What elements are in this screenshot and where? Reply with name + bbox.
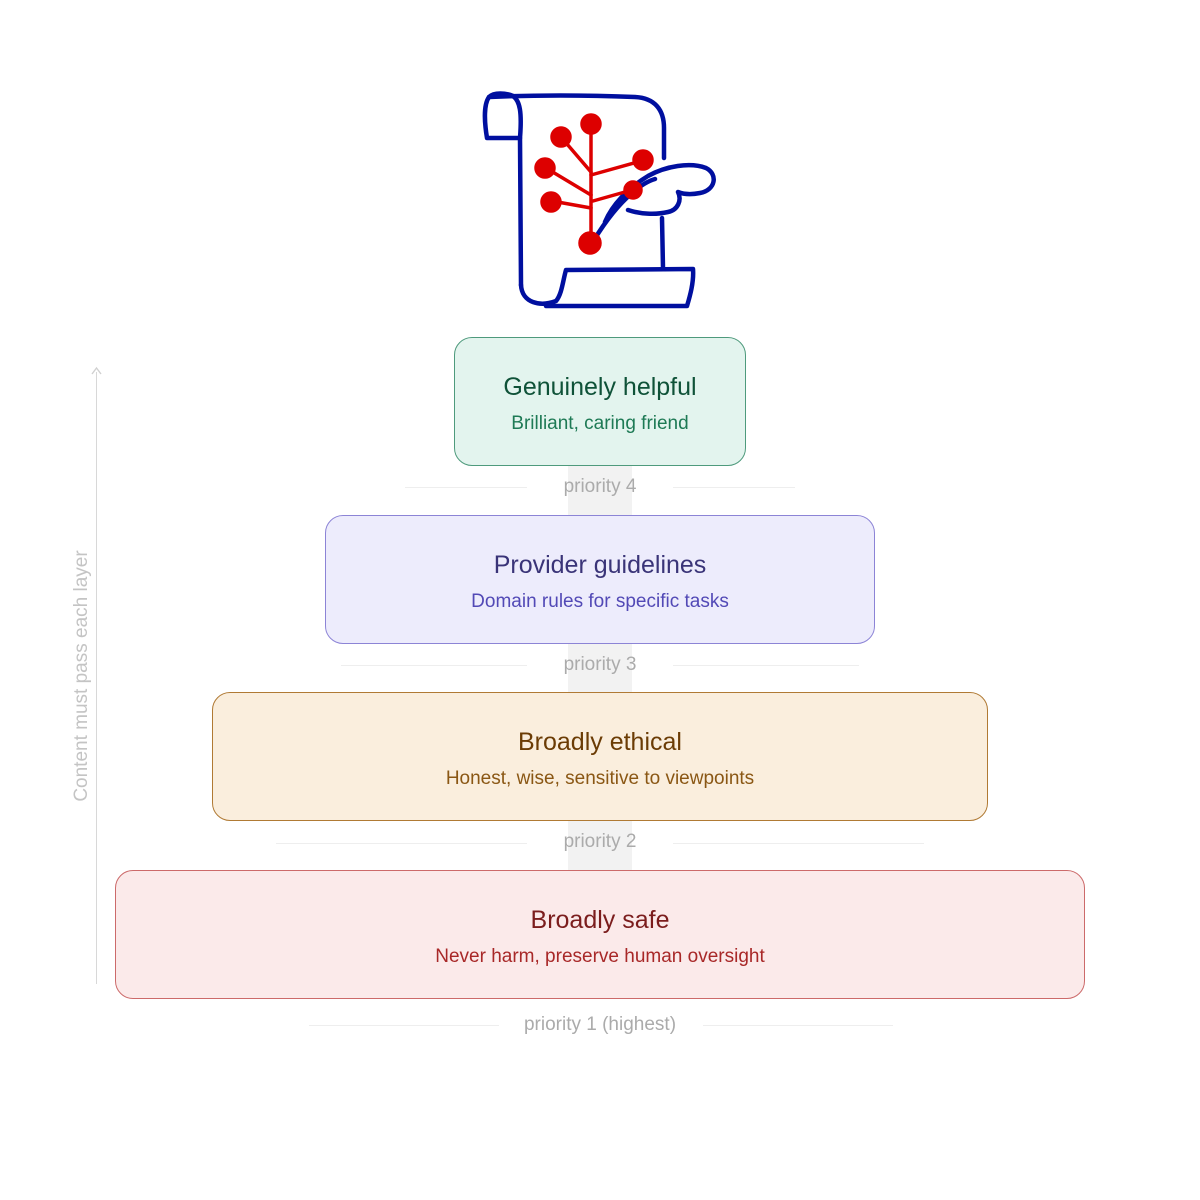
layer-title: Genuinely helpful	[503, 373, 697, 401]
up-arrow-icon	[91, 366, 102, 375]
divider-right	[673, 487, 795, 488]
layer-title: Broadly safe	[530, 906, 670, 934]
priority-label-1: priority 1 (highest)	[523, 1014, 677, 1035]
layer-title: Broadly ethical	[518, 728, 682, 756]
priority-label-4: priority 4	[563, 476, 637, 497]
layer-broadly-ethical: Broadly ethical Honest, wise, sensitive …	[212, 692, 988, 821]
priority-label-2: priority 2	[563, 831, 637, 852]
divider-left	[405, 487, 527, 488]
divider-left	[341, 665, 527, 666]
layer-provider-guidelines: Provider guidelines Domain rules for spe…	[325, 515, 875, 644]
layer-genuinely-helpful: Genuinely helpful Brilliant, caring frie…	[454, 337, 746, 466]
axis-label: Content must pass each layer	[71, 544, 93, 808]
layer-broadly-safe: Broadly safe Never harm, preserve human …	[115, 870, 1085, 999]
divider-right	[703, 1025, 893, 1026]
layer-title: Provider guidelines	[493, 551, 707, 579]
priority-label-3: priority 3	[563, 654, 637, 675]
divider-left	[276, 843, 527, 844]
axis-line	[96, 372, 97, 984]
layer-subtitle: Never harm, preserve human oversight	[435, 946, 765, 967]
divider-left	[309, 1025, 499, 1026]
layer-subtitle: Domain rules for specific tasks	[471, 591, 729, 612]
layer-subtitle: Honest, wise, sensitive to viewpoints	[445, 768, 755, 789]
scroll-quill-logo-icon	[482, 91, 716, 309]
divider-right	[673, 843, 924, 844]
divider-right	[673, 665, 859, 666]
layer-subtitle: Brilliant, caring friend	[511, 413, 689, 434]
